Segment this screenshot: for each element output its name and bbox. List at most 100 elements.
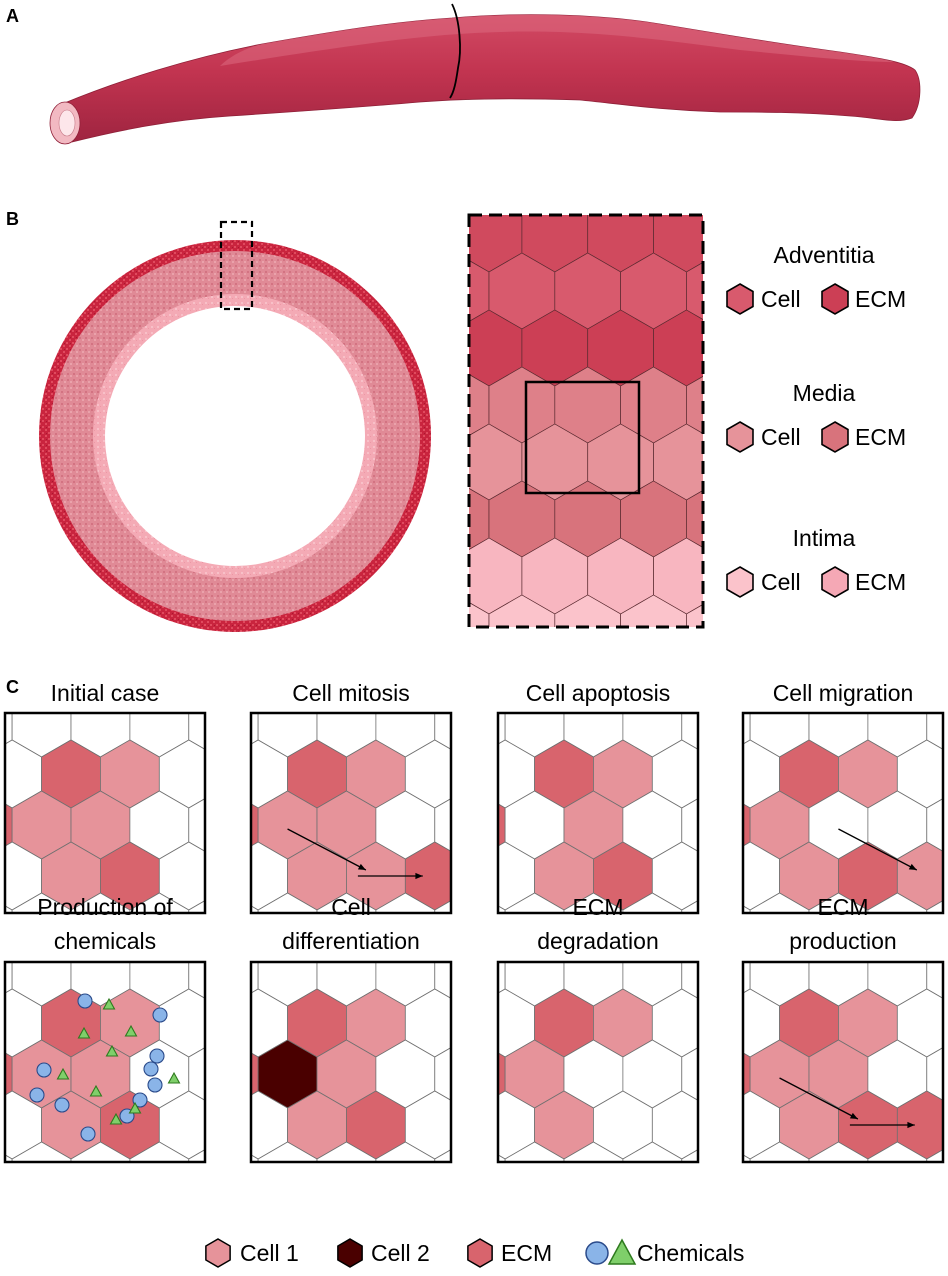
grid-hex-cell — [743, 1052, 751, 1096]
subpanel-title: Cell mitosis — [292, 680, 410, 706]
subpanel-title: Cell migration — [773, 680, 914, 706]
grid-hex-cell — [681, 713, 698, 750]
grid-hex-cell — [498, 713, 506, 745]
arrow-head-icon — [849, 1112, 858, 1119]
grid-hex-cell — [188, 713, 205, 750]
grid-hex-cell — [926, 962, 943, 999]
chemical-triangle-icon — [607, 1238, 637, 1265]
zoom-hex-cell — [686, 262, 703, 320]
grid-hex-cell — [926, 1047, 943, 1101]
grid-hex-cell — [170, 638, 229, 706]
subpanel-title: differentiation — [282, 928, 420, 954]
zoom-hex-cell — [390, 196, 456, 272]
grid-hex-cell — [743, 905, 751, 913]
subpanel: ECM production — [741, 894, 945, 1261]
cell-legend-label: Cell — [761, 424, 801, 450]
subpanel-title: Cell apoptosis — [526, 680, 670, 706]
layer-name: Media — [793, 380, 856, 406]
subpanel: ECM degradation — [496, 894, 829, 1261]
panel-b-label: B — [6, 209, 19, 229]
chemical-circle-icon — [29, 1087, 45, 1103]
ecm-swatch-icon — [821, 283, 849, 315]
grid-hex-cell — [743, 803, 751, 847]
cell2-legend-label: Cell 2 — [371, 1240, 430, 1266]
grid-hex-cell — [681, 900, 698, 913]
chemical-circle-icon — [149, 1048, 165, 1064]
cell-swatch-icon — [726, 421, 754, 453]
grid-hex-cell — [681, 798, 698, 852]
cell-legend-label: Cell — [761, 569, 801, 595]
cell2-swatch-icon — [337, 1238, 363, 1268]
subpanel-title: ECM — [572, 894, 623, 920]
zoom-hex-cell — [686, 490, 703, 548]
grid-hex-cell — [926, 900, 943, 913]
chemical-circle-icon — [152, 1007, 168, 1023]
zoom-hex-cell — [719, 310, 785, 386]
grid-hex-cell — [721, 638, 780, 706]
layer-name: Intima — [793, 525, 856, 551]
chemical-circle-icon — [80, 1126, 96, 1142]
subpanel: Cell migration — [662, 638, 945, 915]
grid-hex-cell — [926, 713, 943, 750]
grid-hex-cell — [838, 1193, 897, 1261]
grid-hex-cell — [743, 1154, 751, 1162]
grid-hex-cell — [780, 1193, 839, 1261]
zoom-hex-cell — [752, 595, 818, 671]
grid-hex-cell — [926, 1149, 943, 1162]
grid-hex-cell — [681, 1047, 698, 1101]
subpanel: Initial case — [3, 638, 277, 915]
sample-window-box — [524, 380, 641, 495]
cell-swatch-icon — [726, 283, 754, 315]
subpanel-frame — [249, 960, 453, 1164]
grid-hex-cell — [498, 1052, 506, 1096]
grid-hex-cell — [498, 1154, 506, 1162]
grid-hex-cell — [5, 713, 13, 745]
vessel-3d — [49, 3, 921, 145]
panel-c-label: C — [6, 677, 19, 697]
grid-hex-cell — [770, 1193, 829, 1261]
grid-hex-cell — [464, 638, 523, 706]
grid-hex-cell — [229, 638, 288, 706]
grid-hex-cell — [42, 1193, 101, 1261]
ecm-legend-label: ECM — [855, 424, 906, 450]
grid-hex-cell — [218, 638, 277, 706]
grid-hex-cell — [188, 1047, 205, 1101]
subpanel-frame — [3, 711, 207, 915]
zoomed-hex-grid — [390, 196, 818, 671]
grid-hex-cell — [743, 962, 751, 994]
grid-hex-cell — [681, 962, 698, 999]
zoomed-frame — [467, 213, 705, 629]
grid-hex-cell — [251, 713, 259, 745]
panel-a-label: A — [6, 6, 19, 26]
vessel-cross-section — [39, 220, 431, 632]
grid-hex-cell — [188, 900, 205, 913]
cell1-swatch-icon — [205, 1238, 231, 1268]
subpanel-title: chemicals — [54, 928, 156, 954]
chemical-triangle-icon — [167, 1071, 181, 1084]
zoom-hex-cell — [390, 538, 456, 614]
subpanel: Cell mitosis — [170, 638, 523, 915]
subpanel-title: degradation — [537, 928, 659, 954]
movement-arrow — [838, 828, 918, 871]
cell-legend-label: Cell — [761, 286, 801, 312]
chemical-triangle-icon — [124, 1024, 138, 1037]
grid-hex-cell — [434, 900, 451, 913]
grid-hex-cell — [662, 638, 721, 706]
subpanel: Cell apoptosis — [496, 680, 700, 915]
grid-hex-cell — [251, 1052, 259, 1096]
cell-swatch-icon — [726, 566, 754, 598]
ecm-swatch-icon — [467, 1238, 493, 1268]
subpanel-title: ECM — [817, 894, 868, 920]
arrow-head-icon — [907, 1121, 915, 1129]
grid-hex-cell — [498, 905, 506, 913]
grid-hex-cell — [926, 798, 943, 852]
chemical-circle-icon — [585, 1241, 609, 1265]
grid-hex-cell — [111, 1193, 170, 1261]
grid-hex-cell — [743, 713, 751, 745]
subpanel-title: production — [789, 928, 896, 954]
chemical-circle-icon — [36, 1062, 52, 1078]
